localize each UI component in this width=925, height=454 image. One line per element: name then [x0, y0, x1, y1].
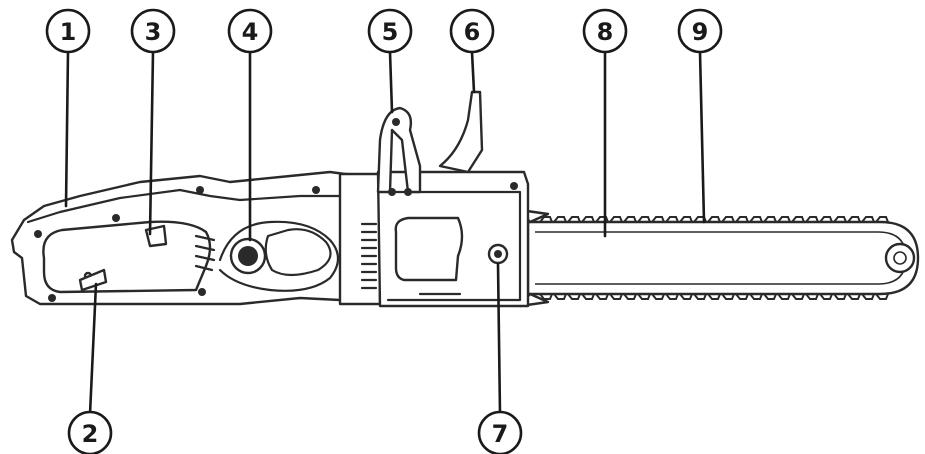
- rear-handle-grip-opening: [42, 220, 212, 294]
- chain-tooth: [791, 293, 805, 300]
- chain-tooth: [595, 216, 609, 223]
- chain-tooth: [763, 293, 777, 300]
- chain-tooth: [567, 293, 581, 300]
- chain-tooth: [609, 293, 623, 300]
- svg-text:9: 9: [692, 18, 709, 46]
- trigger-switch: [78, 268, 108, 292]
- chain-tooth: [679, 216, 693, 223]
- chain-tooth: [763, 216, 777, 223]
- chain-tooth: [567, 216, 581, 223]
- svg-text:4: 4: [242, 18, 259, 46]
- callout-6: 6: [449, 8, 495, 54]
- chain-tooth: [861, 293, 875, 300]
- chain-tooth: [679, 293, 693, 300]
- chain-tooth: [609, 216, 623, 223]
- callout-9: 9: [677, 8, 723, 54]
- front-handle: [376, 106, 422, 194]
- chain-brake-hand-guard: [438, 90, 484, 174]
- chain-tooth: [805, 293, 819, 300]
- chain-tooth: [623, 293, 637, 300]
- chain-tooth: [875, 293, 889, 300]
- chain-tooth: [707, 293, 721, 300]
- chain-tooth: [553, 216, 567, 223]
- chain-tooth: [833, 293, 847, 300]
- chain-tooth: [819, 216, 833, 223]
- svg-text:3: 3: [145, 18, 162, 46]
- chain-tooth: [637, 216, 651, 223]
- svg-text:8: 8: [597, 18, 614, 46]
- chain-tooth: [553, 293, 567, 300]
- chain-tooth: [735, 293, 749, 300]
- chain-tooth: [777, 216, 791, 223]
- svg-text:7: 7: [492, 420, 509, 448]
- chain-tooth: [581, 216, 595, 223]
- leader-lines: [64, 50, 706, 416]
- oil-tank-cap: [229, 237, 267, 275]
- chain-tooth: [623, 216, 637, 223]
- chain-tooth: [791, 216, 805, 223]
- chain-tooth: [539, 216, 553, 223]
- chain-tooth: [735, 216, 749, 223]
- chain-tooth: [707, 216, 721, 223]
- callout-7: 7: [477, 410, 523, 454]
- chain-tooth: [665, 216, 679, 223]
- callout-3: 3: [130, 8, 176, 54]
- vent-slots: [194, 234, 216, 272]
- callout-5: 5: [367, 8, 413, 54]
- chain-tooth: [875, 216, 889, 223]
- chain-tooth: [749, 216, 763, 223]
- callout-8: 8: [582, 8, 628, 54]
- callout-4: 4: [227, 8, 273, 54]
- chain-tooth: [651, 293, 665, 300]
- chain-tooth: [665, 293, 679, 300]
- chain-tooth: [637, 293, 651, 300]
- svg-text:2: 2: [82, 420, 99, 448]
- chain-tooth: [595, 293, 609, 300]
- callout-1: 1: [45, 8, 91, 54]
- guide-bar: [526, 220, 920, 296]
- chain-tooth: [847, 293, 861, 300]
- chain-tooth: [721, 216, 735, 223]
- housing-window: [264, 228, 332, 277]
- chain-tooth: [777, 293, 791, 300]
- svg-text:1: 1: [60, 18, 77, 46]
- chain-tooth: [651, 216, 665, 223]
- nose-sprocket: [884, 242, 916, 274]
- chain-tooth: [581, 293, 595, 300]
- cooling-fins: [360, 222, 378, 290]
- cover-window: [394, 216, 464, 282]
- sprocket-cover-knob: [487, 243, 509, 265]
- chain-tooth: [819, 293, 833, 300]
- chain-tooth: [833, 216, 847, 223]
- chain-tooth: [861, 216, 875, 223]
- callout-2: 2: [67, 410, 113, 454]
- chain-tooth: [539, 293, 553, 300]
- screws: [34, 118, 518, 302]
- chain-tooth: [721, 293, 735, 300]
- chain-tooth: [693, 293, 707, 300]
- svg-text:6: 6: [464, 18, 481, 46]
- chain-tooth: [749, 293, 763, 300]
- svg-text:5: 5: [382, 18, 399, 46]
- chain-tooth: [847, 216, 861, 223]
- chain-tooth: [805, 216, 819, 223]
